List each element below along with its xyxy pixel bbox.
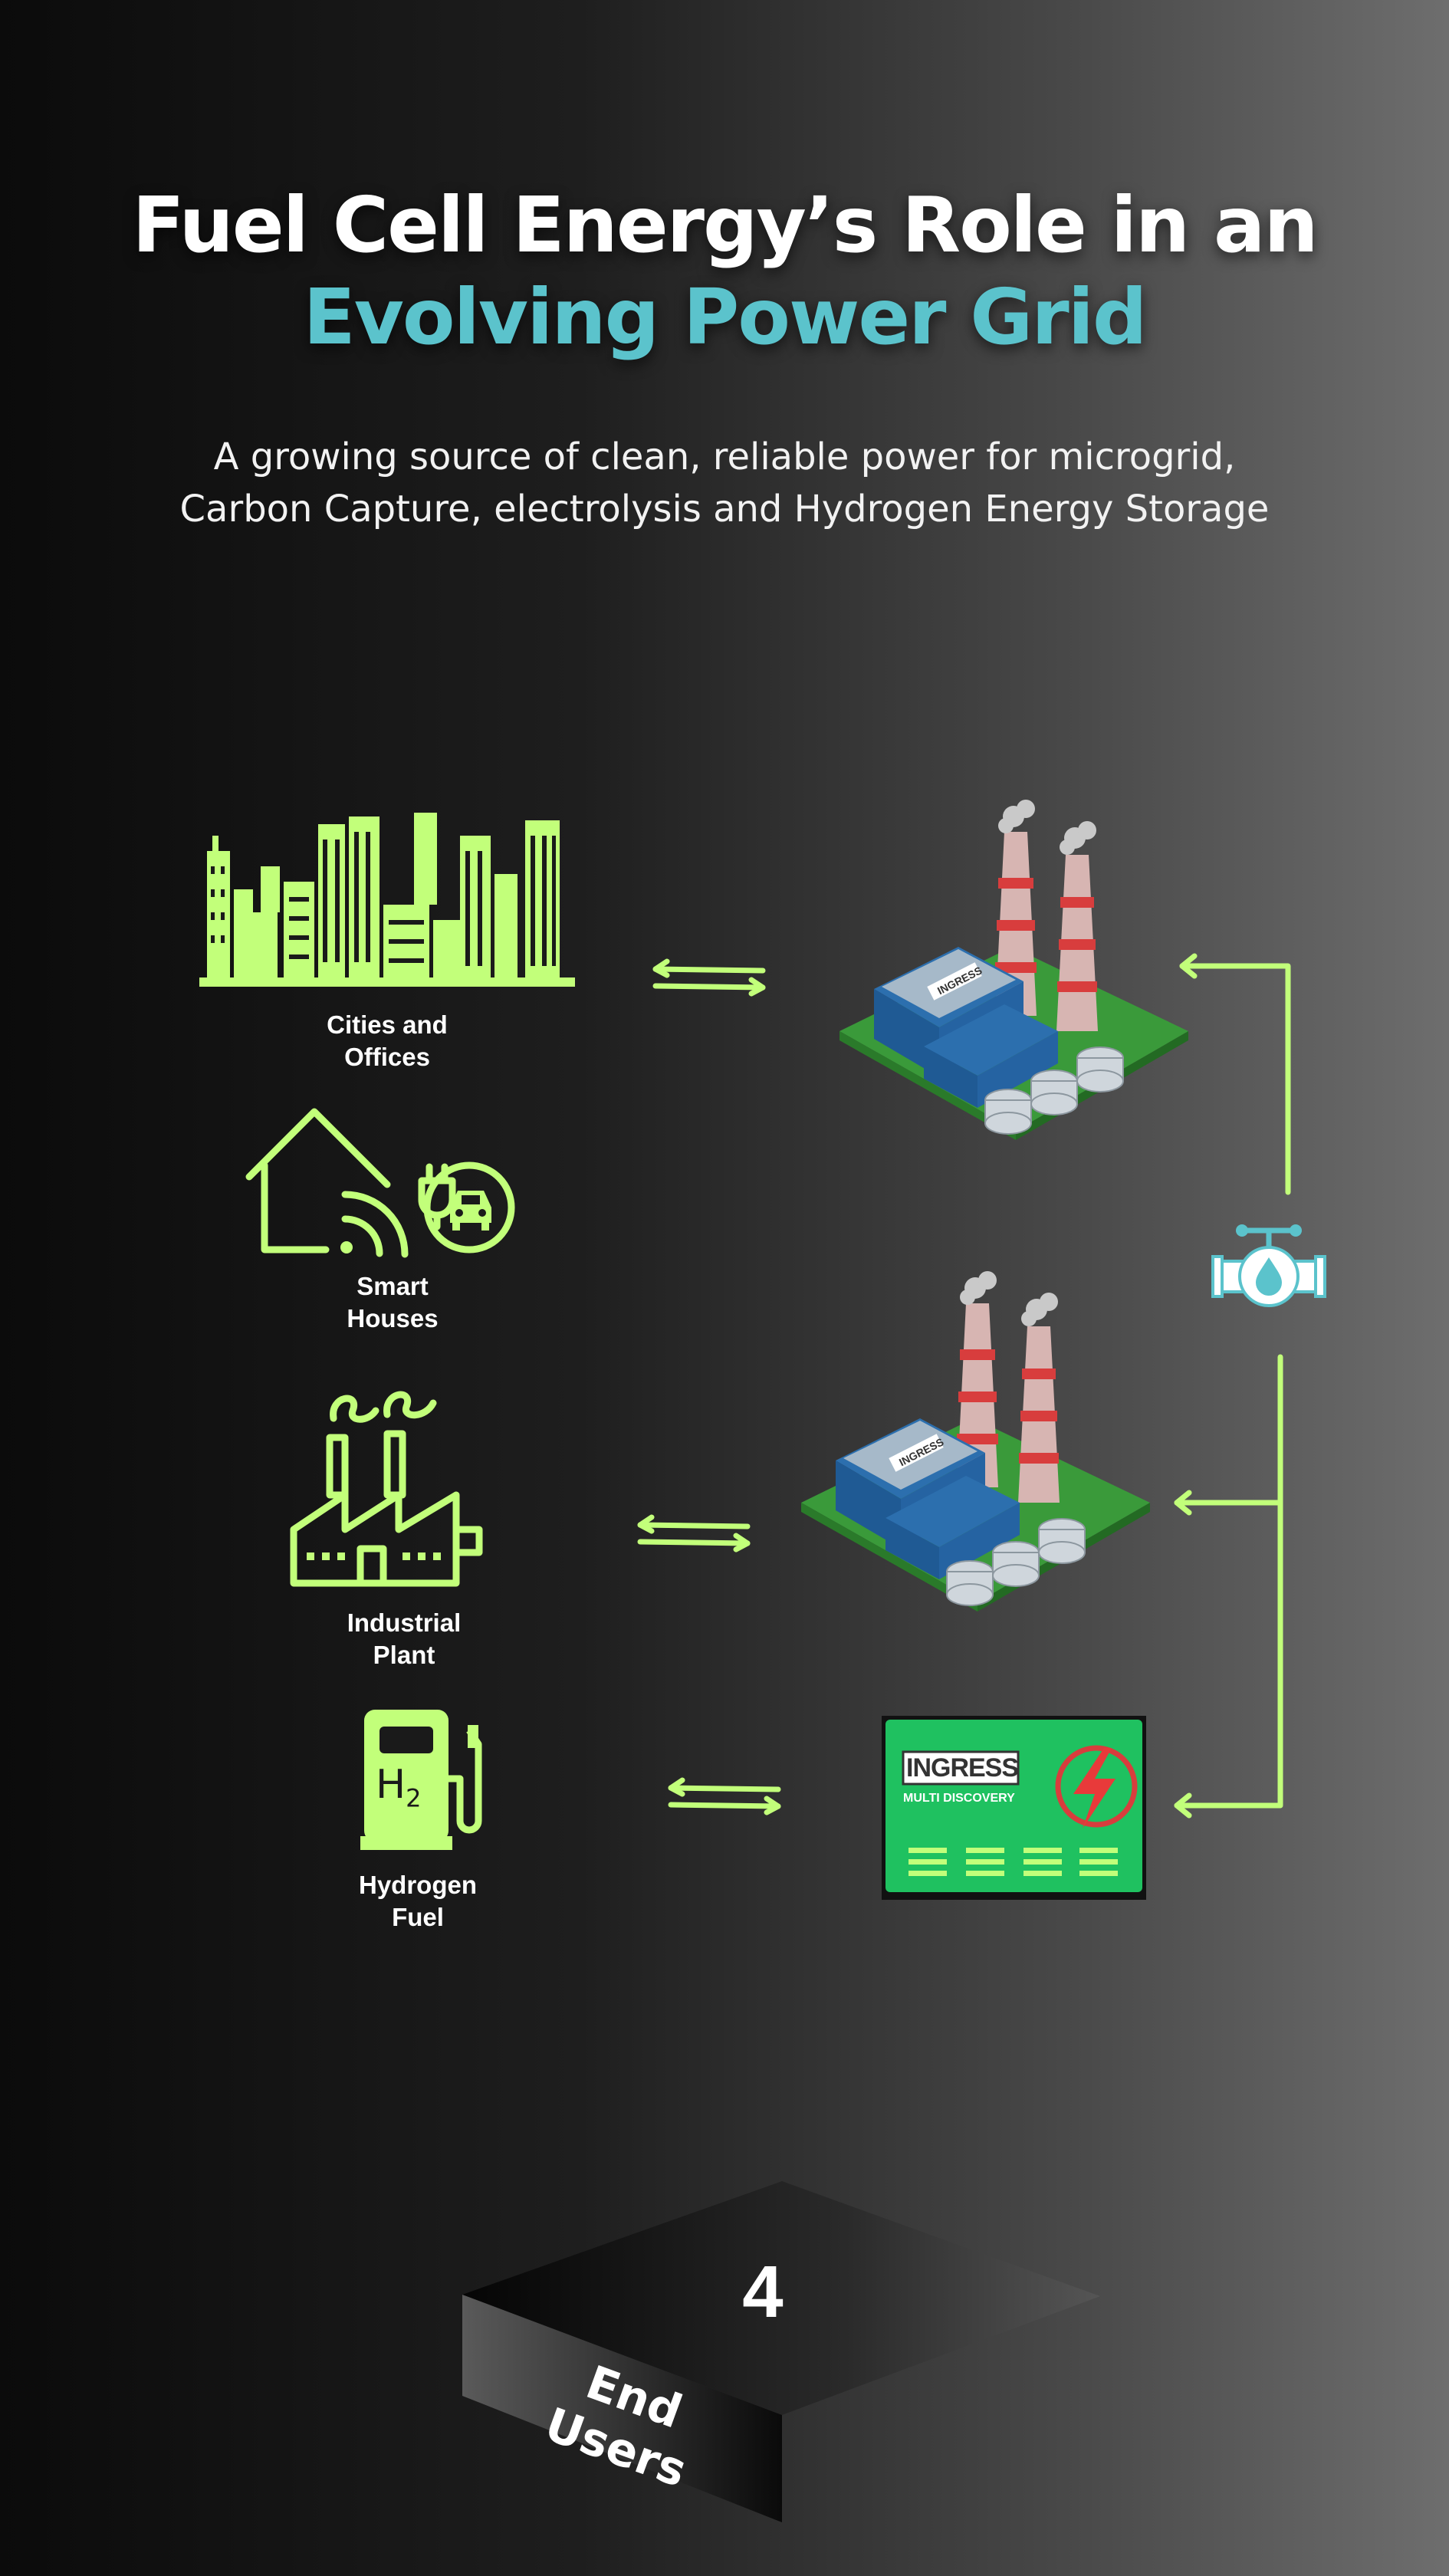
page-title-line-2: Evolving Power Grid xyxy=(303,272,1147,362)
generator-sub-label: MULTI DISCOVERY xyxy=(903,1792,1015,1805)
end-users-number: 4 xyxy=(742,2251,784,2333)
hydrogen-fuel-label: Hydrogen Fuel xyxy=(358,1871,477,1931)
fuel-cell-generator: INGRESS MULTI DISCOVERY xyxy=(882,1714,1146,1905)
factory-icon xyxy=(290,1391,483,1587)
hydrogen-pump-graphic xyxy=(360,1710,482,1850)
power-plant-top-graphic: INGRESS xyxy=(840,800,1188,1140)
hydrogen-symbol: H2 xyxy=(376,1762,422,1813)
end-users-block xyxy=(462,2181,1100,2522)
supply-connector-lines xyxy=(1174,953,1291,1819)
page-subtitle: A growing source of clean, reliable powe… xyxy=(0,431,1449,535)
hydrogen-pump-icon: H2 xyxy=(360,1710,483,1852)
power-plant-middle-graphic: INGRESS xyxy=(801,1271,1150,1612)
industrial-plant-label: Industrial Plant xyxy=(347,1608,462,1669)
bidirectional-arrow-1 xyxy=(652,958,766,997)
power-plant-top: INGRESS xyxy=(836,786,1200,1146)
generator-brand: INGRESS xyxy=(906,1753,1019,1783)
bidirectional-arrow-3 xyxy=(668,1777,781,1815)
subtitle-line-2: Carbon Capture, electrolysis and Hydroge… xyxy=(179,488,1270,531)
smart-houses-label: Smart Houses xyxy=(347,1272,439,1332)
smart-house-icon xyxy=(245,1108,515,1258)
cities-label: Cities and Offices xyxy=(327,1010,448,1071)
bidirectional-arrow-2 xyxy=(637,1514,751,1552)
power-plant-middle: INGRESS xyxy=(797,1257,1162,1618)
fuel-cell-generator-graphic xyxy=(882,1716,1146,1900)
page-title-line-1: Fuel Cell Energy’s Role in an xyxy=(132,180,1318,270)
city-skyline-icon xyxy=(199,813,575,987)
subtitle-line-1: A growing source of clean, reliable powe… xyxy=(213,435,1236,478)
valve-icon xyxy=(1211,1224,1326,1307)
